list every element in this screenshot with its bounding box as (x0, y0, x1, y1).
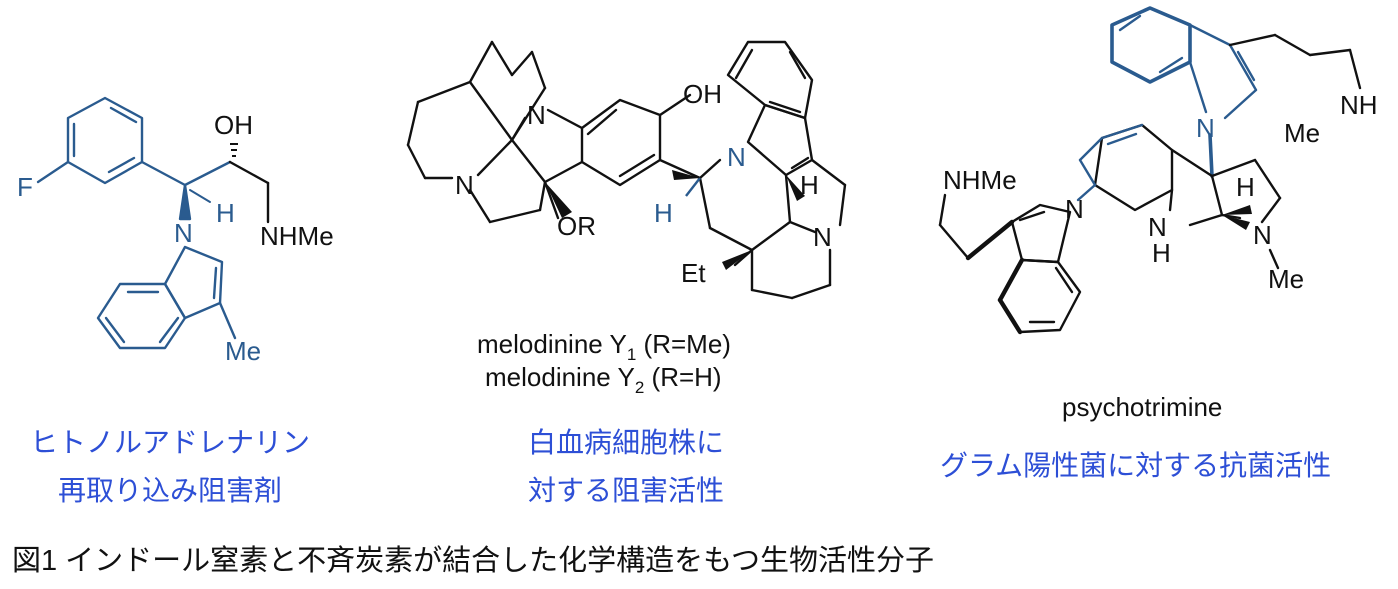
atom-label: OH (214, 110, 253, 140)
atom-label: F (17, 172, 33, 202)
fluorophenyl-ring (66, 96, 144, 185)
activity-1-line-1: ヒトノルアドレナリン (30, 427, 310, 458)
atom-label: N (1065, 194, 1084, 224)
wedge-bond (1222, 215, 1250, 230)
molecule-2-atoms: N OH N N H H N OR Et (455, 79, 832, 288)
atom-label: Me (1268, 264, 1304, 294)
atom-label: N (1148, 212, 1167, 242)
atom-label: NHMe (943, 165, 1017, 195)
atom-label: N (813, 222, 832, 252)
compound-name-psychotrimine: psychotrimine (1062, 392, 1222, 422)
atom-label: N (1196, 113, 1215, 143)
figure-caption: 図1 インドール窒素と不斉炭素が結合した化学構造をもつ生物活性分子 (12, 544, 934, 577)
stereo-bond (685, 177, 701, 197)
wedge-bond (672, 170, 700, 180)
atom-label: N (174, 218, 193, 248)
compound-name-1: melodinine Y1 (R=Me) (477, 329, 731, 364)
activity-1-line-2: 再取り込み阻害剤 (58, 475, 282, 506)
indole-pyrrole-ring (163, 245, 224, 320)
atom-label: H (654, 198, 673, 228)
hashed-bond (230, 143, 238, 157)
activity-2-line-1: 白血病細胞株に (528, 427, 724, 458)
molecule-2-structure (406, 40, 847, 300)
molecule-2-names: melodinine Y1 (R=Me) melodinine Y2 (R=H) (477, 329, 731, 397)
atom-label: OR (557, 211, 596, 241)
atom-label: N (455, 170, 474, 200)
atom-label: N (527, 100, 546, 130)
wedge-bond (722, 250, 752, 270)
atom-label: H (1236, 172, 1255, 202)
atom-label: Me (1284, 118, 1320, 148)
atom-label: H (800, 170, 819, 200)
atom-label: N (727, 142, 746, 172)
molecule-1-atoms: F OH H N NHMe Me (17, 110, 334, 366)
atom-label: N (1253, 220, 1272, 250)
molecule-1-structure (36, 96, 270, 350)
wedge-bond (1222, 205, 1252, 215)
atom-label: OH (683, 79, 722, 109)
molecule-3-atoms: N NH Me NHMe N N H N H N Me (943, 90, 1378, 294)
atom-label: H (216, 198, 235, 228)
atom-label: Et (681, 258, 706, 288)
activity-3-line-1: グラム陽性菌に対する抗菌活性 (940, 450, 1331, 481)
wedge-bond (786, 175, 805, 201)
atom-label: Me (225, 336, 261, 366)
activity-2-line-2: 対する阻害活性 (528, 475, 724, 506)
atom-label: NHMe (260, 221, 334, 251)
atom-label: NH (1340, 90, 1378, 120)
indole-benzene-ring (96, 282, 187, 350)
compound-name-2: melodinine Y2 (R=H) (485, 362, 722, 397)
activity-captions: ヒトノルアドレナリン 再取り込み阻害剤 白血病細胞株に 対する阻害活性 グラム陽… (30, 427, 1331, 506)
wedge-bond (545, 182, 572, 218)
atom-label: H (1152, 238, 1171, 268)
wedge-bond (178, 183, 192, 221)
molecule-3-structure (938, 6, 1362, 335)
